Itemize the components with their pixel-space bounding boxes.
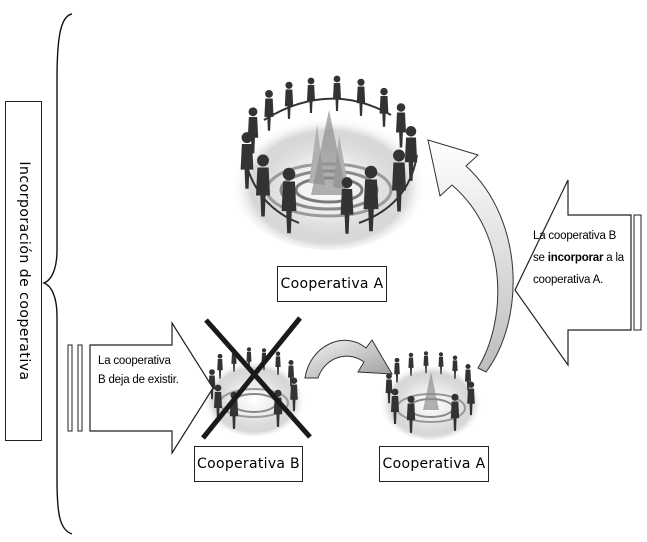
x-mark-icon (201, 316, 312, 440)
curved-arrow-large (427, 139, 514, 373)
curved-arrow-small (304, 339, 393, 379)
label-cooperativa-b: Cooperativa B (194, 446, 303, 482)
right-note: La cooperativa B se incorporar a la coop… (533, 225, 624, 291)
left-note-line1: La cooperativa (98, 355, 171, 367)
page-title-box: Incorporación de cooperativa (5, 101, 42, 441)
left-brace (42, 13, 73, 535)
right-note-line3: cooperativa A. (533, 274, 604, 286)
left-block-arrow (67, 320, 214, 456)
right-note-line2: se incorporar a la (533, 247, 624, 269)
people-circle-icon (202, 347, 306, 436)
right-note-bold: incorporar (547, 252, 604, 264)
left-note: La cooperativa B deja de existir. (98, 352, 179, 390)
page-title: Incorporación de cooperativa (15, 161, 32, 381)
left-note-line2: B deja de existir. (98, 374, 179, 386)
right-block-arrow (514, 179, 642, 367)
people-circle-icon (379, 351, 483, 440)
label-cooperativa-a-top: Cooperativa A (277, 266, 387, 302)
right-note-line1: La cooperativa B (533, 230, 617, 242)
people-circle-icon (231, 75, 427, 250)
label-cooperativa-a-bottom: Cooperativa A (379, 446, 489, 482)
right-note-line2-post: a la (603, 252, 625, 264)
right-note-line2-pre: se (533, 252, 548, 264)
